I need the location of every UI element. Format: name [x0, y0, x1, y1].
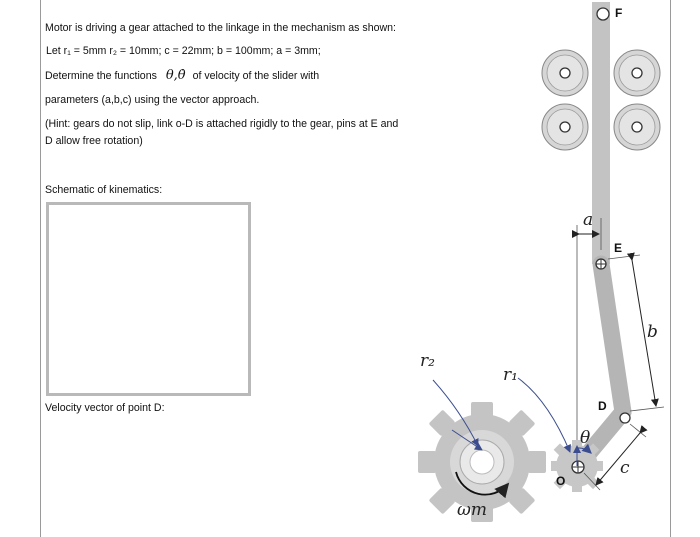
dimension-b-extension: [607, 254, 641, 260]
r1-pointer: [517, 377, 571, 453]
label-r1: r₁: [503, 365, 518, 385]
dimension-c: [595, 425, 648, 486]
schematic-answer-box[interactable]: [46, 202, 251, 396]
hint-line-2: D allow free rotation): [45, 135, 143, 147]
pin-D-circle: [619, 412, 631, 424]
roller-hub: [559, 67, 571, 79]
roller-hub: [631, 67, 643, 79]
page-left-border: [40, 0, 41, 537]
hint-line-1: (Hint: gears do not slip, link o-D is at…: [45, 118, 399, 130]
label-b: b: [647, 322, 658, 342]
problem-line-4: parameters (a,b,c) using the vector appr…: [45, 94, 260, 106]
theta-symbols: θ,θ̇: [165, 68, 186, 83]
problem-line-2: Let r₁ = 5mm r₂ = 10mm; c = 22mm; b = 10…: [46, 45, 321, 57]
label-F: F: [615, 6, 623, 20]
dimension-c-extension: [583, 472, 601, 491]
label-O: O: [556, 474, 566, 488]
label-c: c: [620, 458, 630, 478]
problem-line-3-suffix: of velocity of the slider with: [192, 70, 320, 82]
pin-F-circle: [596, 7, 610, 21]
slider-bar: [592, 2, 610, 264]
label-D: D: [598, 399, 607, 413]
guide-rollers: [541, 49, 661, 151]
page-right-border: [670, 0, 671, 537]
gear-r2: [418, 402, 546, 522]
label-omega: ωm: [457, 500, 487, 520]
dimension-b-extension: [629, 406, 665, 412]
roller-hub: [631, 121, 643, 133]
omega-arc: [455, 471, 510, 499]
schematic-label: Schematic of kinematics:: [45, 184, 163, 196]
r2-radius-arrow: [451, 429, 483, 451]
problem-line-3-prefix: Determine the functions: [45, 70, 157, 82]
dimension-b: [626, 252, 659, 407]
label-theta: θ: [580, 428, 591, 448]
problem-line-1: Motor is driving a gear attached to the …: [45, 22, 396, 34]
problem-line-3: Determine the functions θ,θ̇ of velocity…: [45, 69, 319, 83]
label-a: a: [583, 210, 594, 230]
link-ED: [592, 255, 632, 421]
label-E: E: [614, 241, 623, 255]
roller-hub: [559, 121, 571, 133]
r2-pointer: [432, 379, 479, 447]
label-r2: r₂: [420, 351, 435, 371]
velocity-label: Velocity vector of point D:: [45, 402, 165, 414]
